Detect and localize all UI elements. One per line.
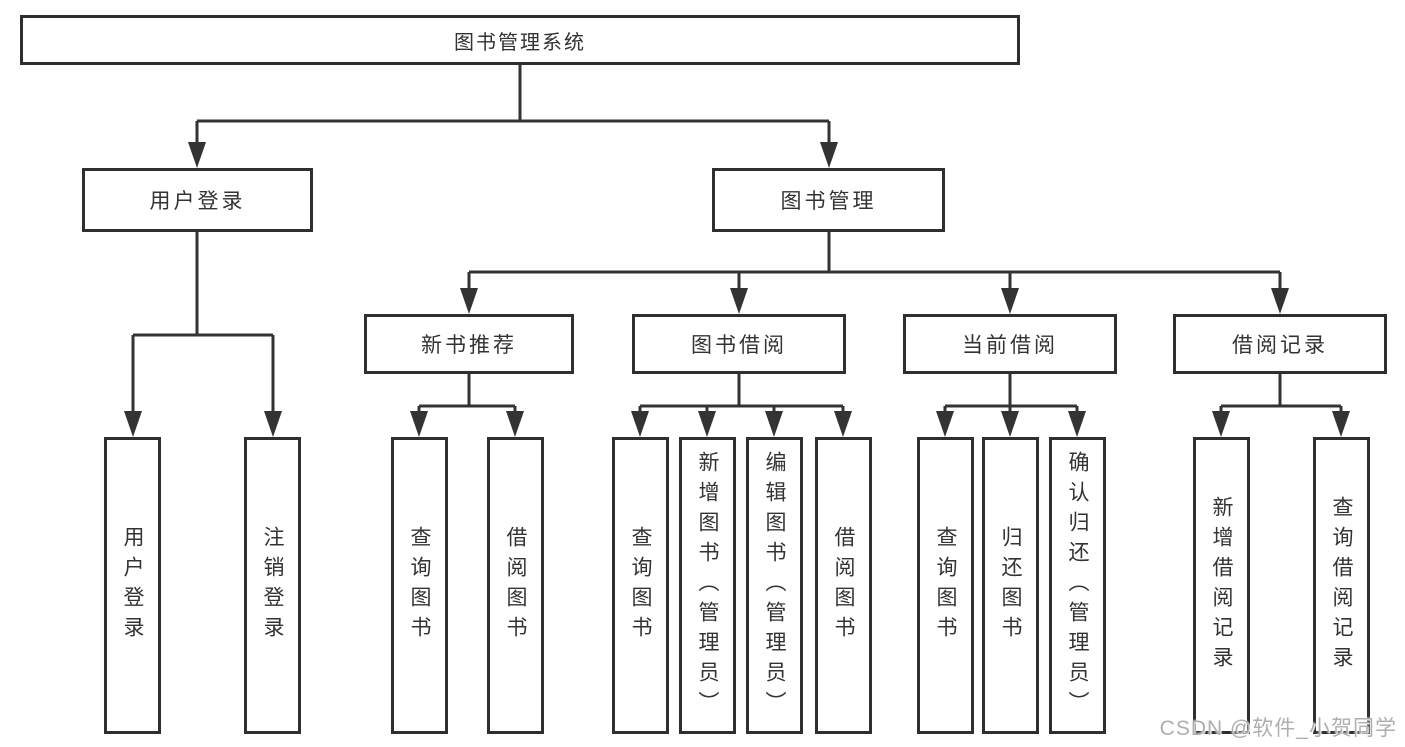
watermark: CSDN @软件_小贺同学 (1159, 717, 1397, 740)
node-current-borrow: 当前借阅 (903, 314, 1117, 374)
leaf-borrow-books-recommend: 借阅图书 (487, 437, 544, 734)
leaf-confirm-return-admin: 确认归还（管理员） (1049, 437, 1106, 734)
node-user-login: 用户登录 (82, 168, 313, 232)
leaf-query-borrow-record: 查询借阅记录 (1313, 437, 1370, 734)
leaf-add-books-admin: 新增图书（管理员） (679, 437, 736, 734)
leaf-borrow-books: 借阅图书 (815, 437, 872, 734)
leaf-add-borrow-record: 新增借阅记录 (1193, 437, 1250, 734)
leaf-logout: 注销登录 (244, 437, 301, 734)
leaf-query-books-borrow: 查询图书 (612, 437, 669, 734)
leaf-user-login: 用户登录 (104, 437, 161, 734)
node-root: 图书管理系统 (20, 15, 1020, 65)
node-book-management: 图书管理 (712, 168, 945, 232)
leaf-return-books: 归还图书 (982, 437, 1039, 734)
node-borrow-records: 借阅记录 (1173, 314, 1387, 374)
leaf-query-books-current: 查询图书 (917, 437, 974, 734)
leaf-query-books-recommend: 查询图书 (391, 437, 448, 734)
leaf-edit-books-admin: 编辑图书（管理员） (746, 437, 803, 734)
node-new-book-recommend: 新书推荐 (364, 314, 574, 374)
node-book-borrow: 图书借阅 (632, 314, 846, 374)
